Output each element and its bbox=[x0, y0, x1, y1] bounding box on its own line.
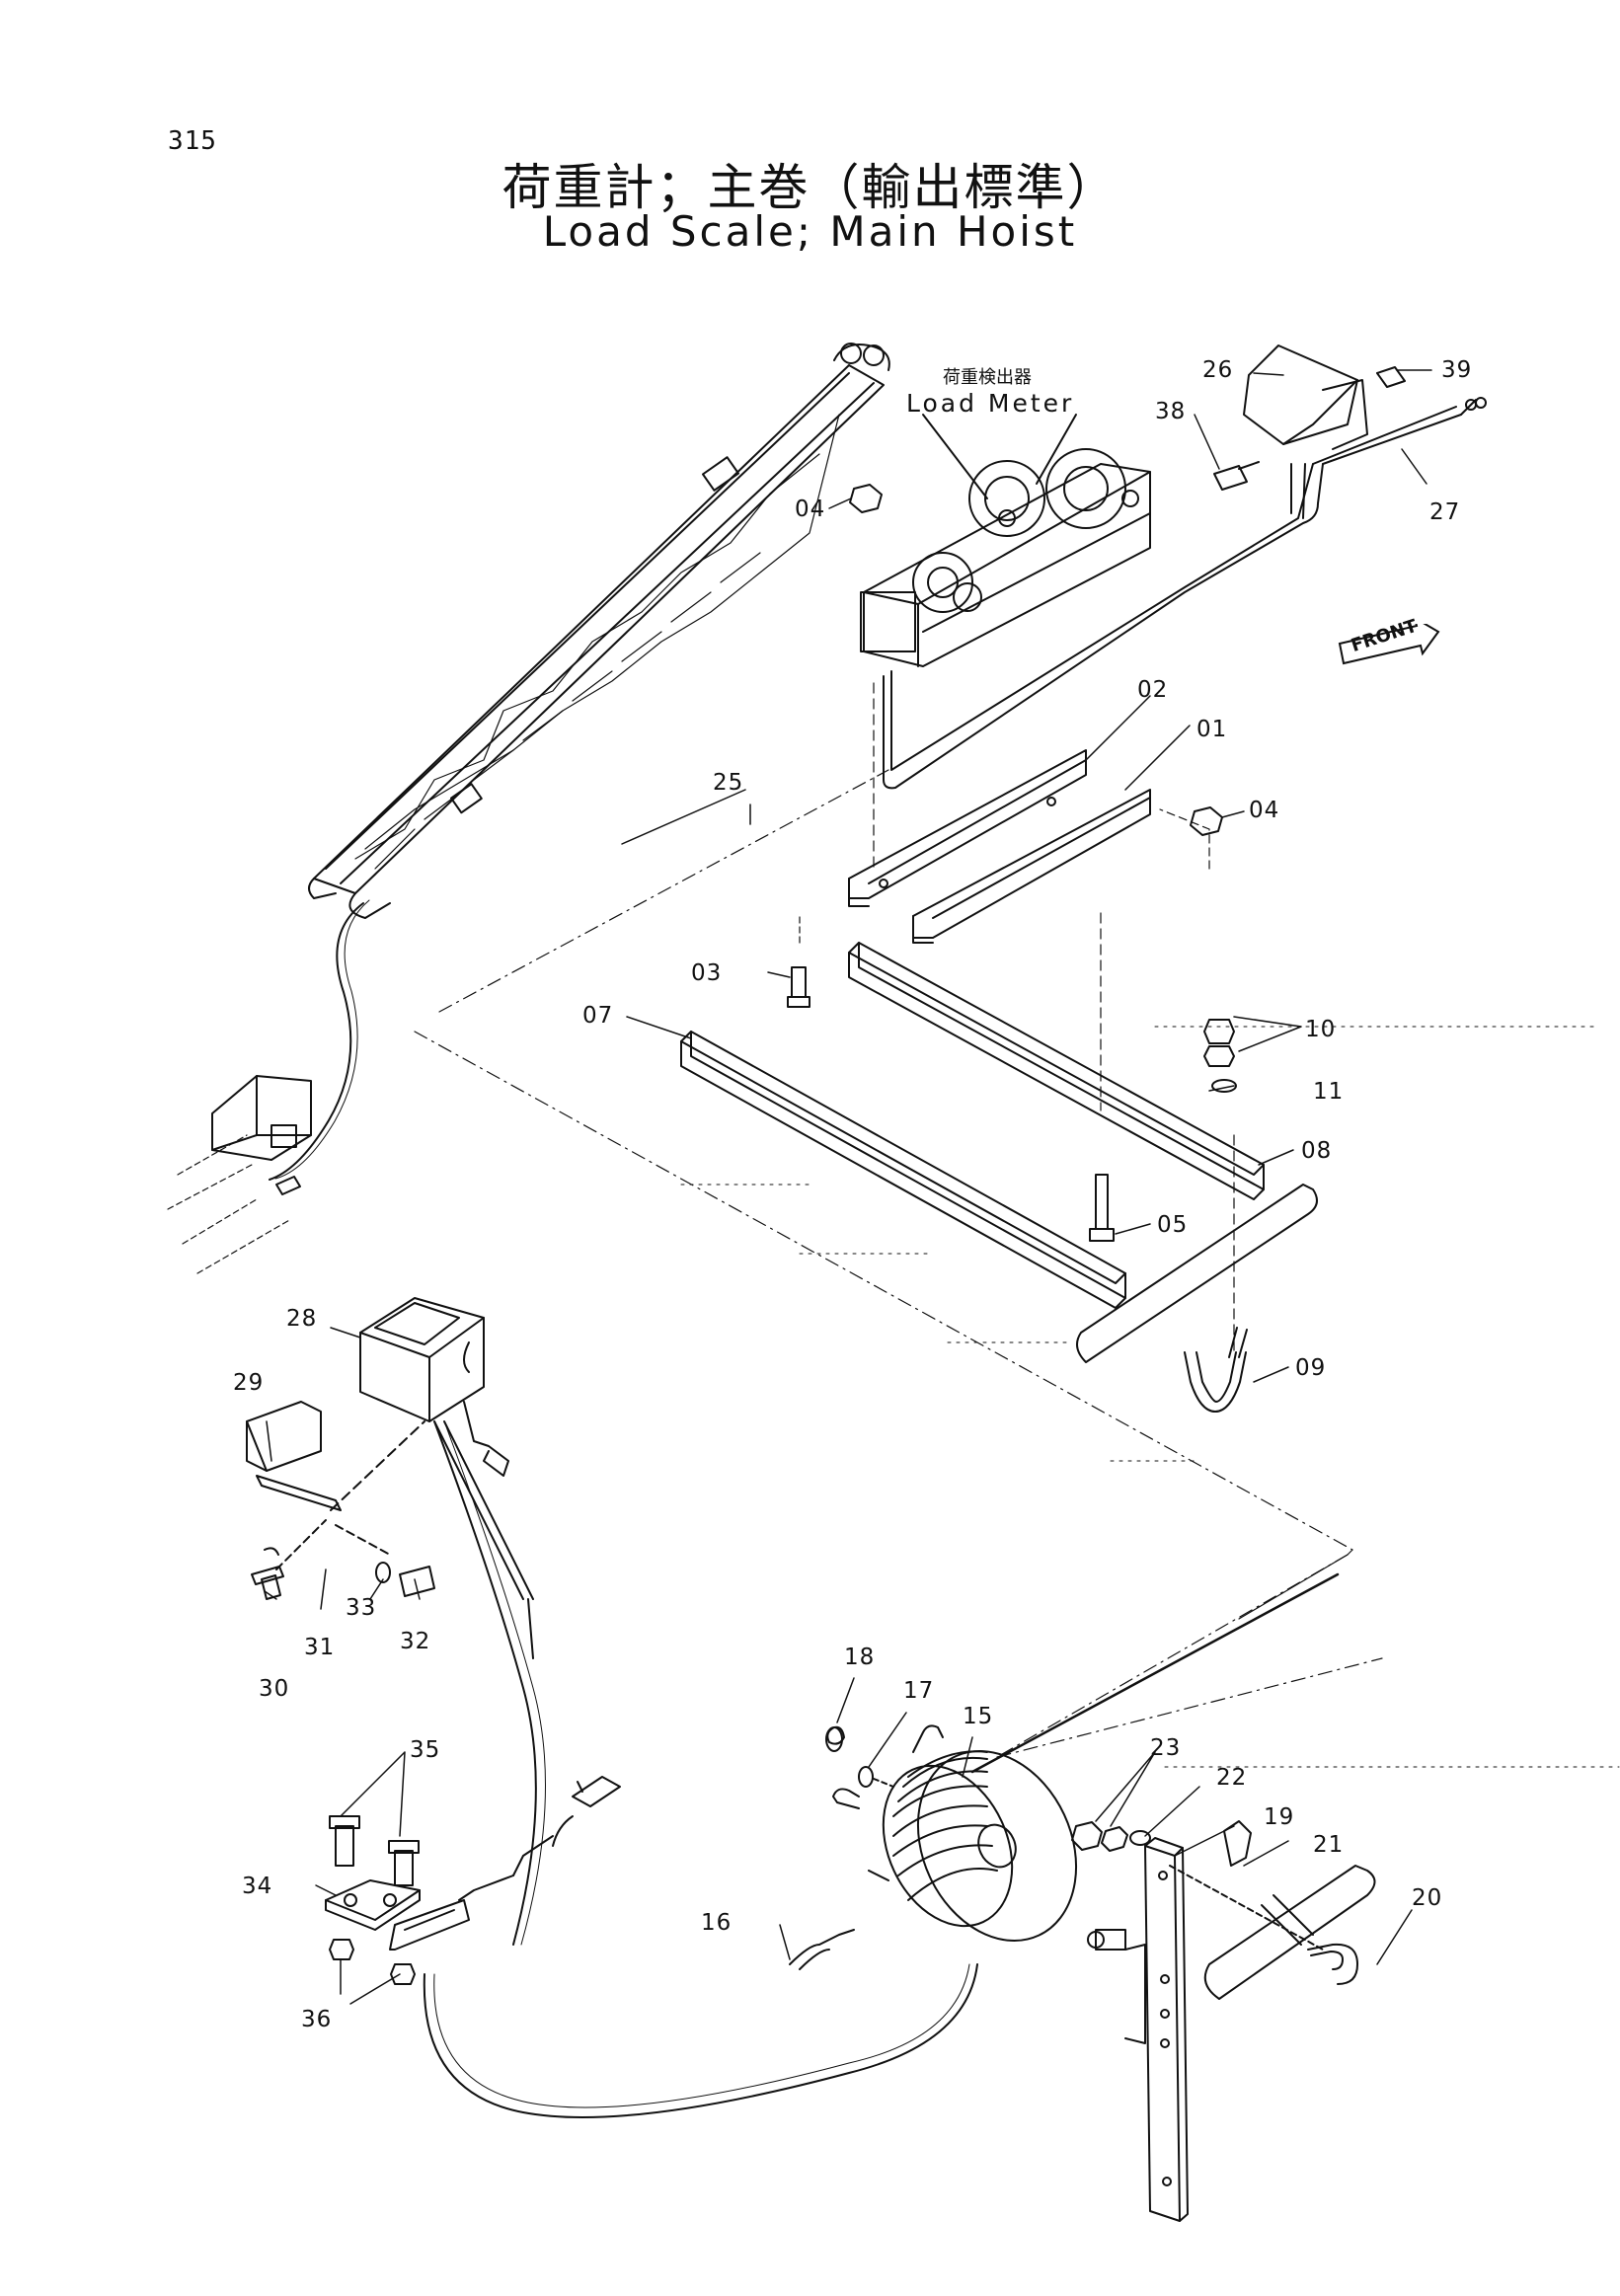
part-label-28: 28 bbox=[286, 1306, 318, 1332]
boom-foot-bracket bbox=[167, 1075, 312, 1274]
load-meter-label-english: Load Meter bbox=[906, 389, 1075, 418]
part-label-18: 18 bbox=[844, 1645, 876, 1670]
small-hardware bbox=[787, 484, 1237, 1242]
part-label-10: 10 bbox=[1305, 1017, 1337, 1042]
part-label-21: 21 bbox=[1313, 1832, 1345, 1858]
part-label-32: 32 bbox=[400, 1629, 431, 1654]
pipe-and-u-bolt bbox=[1076, 1184, 1318, 1413]
part-label-16: 16 bbox=[701, 1910, 733, 1936]
part-label-35: 35 bbox=[410, 1737, 441, 1763]
part-label-02: 02 bbox=[1137, 677, 1169, 703]
part-label-01: 01 bbox=[1196, 717, 1228, 742]
junction-plate-34 bbox=[325, 1776, 621, 1985]
part-label-05: 05 bbox=[1157, 1212, 1189, 1238]
cable-guide-rod bbox=[883, 397, 1487, 790]
load-meter-illustration bbox=[860, 448, 1151, 667]
part-label-29: 29 bbox=[233, 1370, 265, 1396]
part-label-30: 30 bbox=[259, 1676, 290, 1702]
callout-leaders bbox=[264, 369, 1432, 2005]
reel-mount-plate bbox=[1071, 1820, 1376, 2222]
part-label-38: 38 bbox=[1155, 399, 1187, 424]
page-title-english: Load Scale; Main Hoist bbox=[542, 207, 1078, 256]
bracket-assembly-26 bbox=[1213, 344, 1406, 491]
part-label-08: 08 bbox=[1301, 1138, 1333, 1164]
indicator-box-28 bbox=[246, 1297, 534, 1659]
part-label-31: 31 bbox=[304, 1635, 336, 1660]
part-label-17: 17 bbox=[903, 1678, 935, 1704]
part-label-15: 15 bbox=[963, 1704, 994, 1729]
part-label-04-top: 04 bbox=[795, 497, 826, 522]
part-label-04-right: 04 bbox=[1249, 798, 1280, 823]
part-label-34: 34 bbox=[242, 1874, 273, 1899]
part-label-11: 11 bbox=[1313, 1079, 1345, 1105]
page-title-japanese: 荷重計；主巻（輸出標準） bbox=[501, 159, 1119, 216]
junction-cable-2 bbox=[433, 1963, 970, 2108]
junction-cable bbox=[423, 1963, 978, 2118]
crane-boom-illustration bbox=[269, 343, 890, 1181]
reel-washers bbox=[825, 1726, 894, 1788]
part-label-36: 36 bbox=[301, 2007, 333, 2032]
load-meter-leader-left bbox=[922, 414, 988, 499]
part-label-03: 03 bbox=[691, 960, 723, 986]
part-label-20: 20 bbox=[1412, 1885, 1443, 1911]
part-label-33: 33 bbox=[346, 1595, 377, 1621]
front-arrow-icon bbox=[1338, 624, 1440, 665]
part-label-09: 09 bbox=[1295, 1355, 1327, 1381]
part-label-27: 27 bbox=[1429, 499, 1461, 525]
part-label-23: 23 bbox=[1150, 1735, 1182, 1761]
part-label-26: 26 bbox=[1202, 357, 1234, 383]
part-label-07: 07 bbox=[582, 1003, 614, 1029]
part-label-25: 25 bbox=[713, 770, 744, 796]
indicator-cable bbox=[433, 1420, 537, 1946]
indicator-cable-2 bbox=[443, 1420, 546, 1946]
load-meter-leader-right bbox=[1036, 414, 1077, 485]
base-rails bbox=[680, 942, 1265, 1309]
part-label-19: 19 bbox=[1264, 1804, 1295, 1830]
page-number: 315 bbox=[168, 126, 217, 156]
part-label-39: 39 bbox=[1441, 357, 1473, 383]
load-meter-label-japanese: 荷重検出器 bbox=[943, 367, 1032, 388]
reference-lines bbox=[414, 682, 1620, 1768]
part-label-22: 22 bbox=[1216, 1765, 1248, 1791]
mounting-channels bbox=[848, 749, 1151, 944]
